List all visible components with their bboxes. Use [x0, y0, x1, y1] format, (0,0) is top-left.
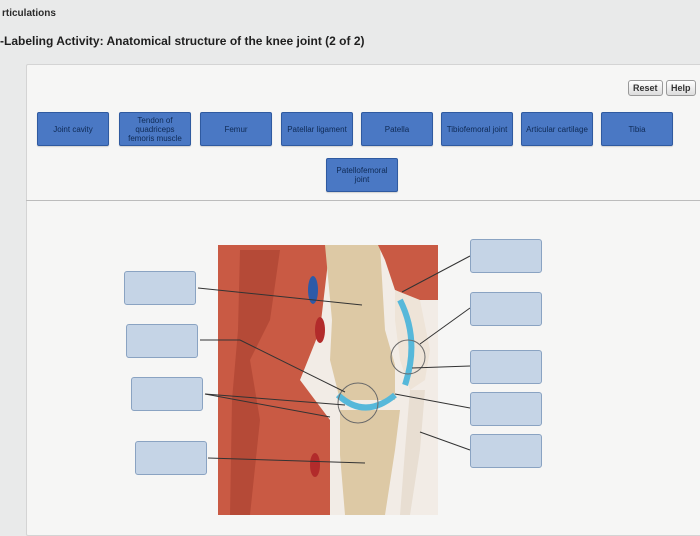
drop-target-1[interactable] [124, 271, 196, 305]
label-chip-tibiofemoral-joint[interactable]: Tibiofemoral joint [441, 112, 513, 146]
label-chip-articular-cartilage[interactable]: Articular cartilage [521, 112, 593, 146]
cartilage-shape [335, 392, 397, 411]
label-chip-joint-cavity[interactable]: Joint cavity [37, 112, 109, 146]
drop-target-7[interactable] [470, 350, 542, 384]
drop-target-6[interactable] [470, 292, 542, 326]
drop-target-2[interactable] [126, 324, 198, 358]
label-bank [26, 100, 700, 201]
label-chip-patellar-ligament[interactable]: Patellar ligament [281, 112, 353, 146]
label-chip-patella[interactable]: Patella [361, 112, 433, 146]
breadcrumb: rticulations [2, 8, 56, 19]
page-title: -Labeling Activity: Anatomical structure… [0, 34, 365, 48]
drop-target-4[interactable] [135, 441, 207, 475]
drop-target-5[interactable] [470, 239, 542, 273]
femur-shape [325, 245, 395, 400]
label-chip-quadriceps-tendon[interactable]: Tendon of quadriceps femoris muscle [119, 112, 191, 146]
label-chip-patellofemoral-joint[interactable]: Patellofemoral joint [326, 158, 398, 192]
knee-illustration [197, 245, 471, 515]
tibia-shape [340, 410, 400, 515]
reset-button[interactable]: Reset [628, 80, 663, 96]
label-chip-tibia[interactable]: Tibia [601, 112, 673, 146]
help-button[interactable]: Help [666, 80, 696, 96]
label-chip-femur[interactable]: Femur [200, 112, 272, 146]
drop-target-3[interactable] [131, 377, 203, 411]
drop-target-8[interactable] [470, 392, 542, 426]
drop-target-9[interactable] [470, 434, 542, 468]
